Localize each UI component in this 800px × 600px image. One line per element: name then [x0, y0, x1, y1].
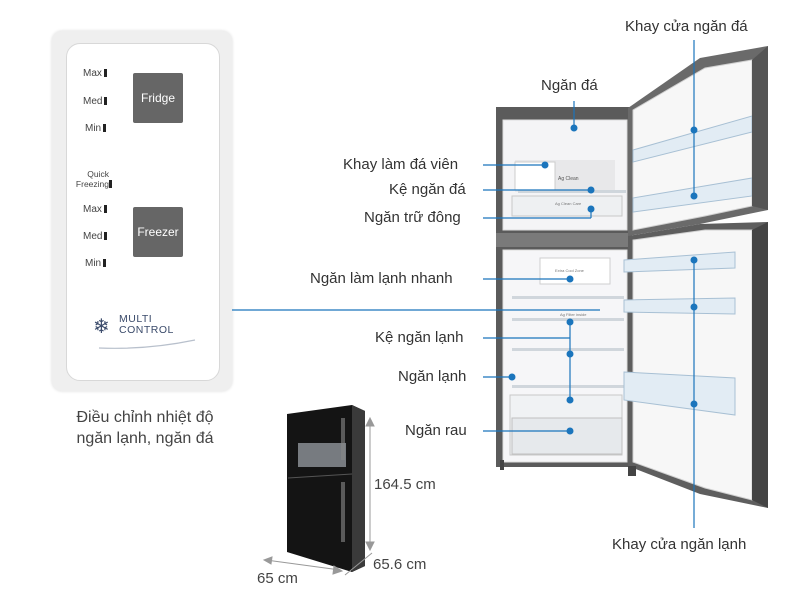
label-fridge-door-tray: Khay cửa ngăn lạnh — [612, 536, 747, 553]
fridge-level-min: Min — [85, 123, 106, 134]
fridge-button[interactable]: Fridge — [133, 73, 183, 123]
caption-line-1: Điều chỉnh nhiệt độ — [76, 409, 214, 426]
callout-dots — [508, 124, 698, 435]
label-vegetable: Ngăn rau — [405, 422, 467, 439]
label-freeze-storage: Ngăn trữ đông — [364, 209, 461, 226]
quick-freezing-label: Quick Freezing — [71, 169, 109, 189]
label-freezer-shelf: Kệ ngăn đá — [389, 181, 466, 198]
label-fridge: Ngăn lạnh — [398, 368, 467, 385]
fridge-door — [623, 222, 768, 508]
freezer-level-min: Min — [85, 258, 106, 269]
label-ice-tray: Khay làm đá viên — [343, 156, 459, 173]
multi-control-logo: MULTI CONTROL — [119, 314, 174, 336]
ag-fresh-text: Ag Filter inside — [560, 312, 587, 317]
label-fridge-shelf: Kệ ngăn lạnh — [375, 329, 464, 346]
freezer-level-max: Max — [83, 204, 107, 215]
freezing-label: Freezing — [75, 179, 109, 189]
small-fridge — [287, 405, 365, 572]
label-quick-cool: Ngăn làm lạnh nhanh — [310, 270, 453, 287]
fridge-level-max: Max — [83, 68, 107, 79]
main-fridge — [496, 107, 634, 472]
multi-text: MULTI — [119, 313, 153, 325]
dimension-width: 65 cm — [257, 570, 298, 587]
ag-clean-text: Ag Clean — [558, 176, 579, 182]
control-caption: Điều chỉnh nhiệt độ ngăn lạnh, ngăn đá — [50, 407, 240, 449]
fridge-level-med: Med — [83, 96, 107, 107]
quick-label: Quick — [87, 169, 109, 179]
ag-clean-small-text: Ag Clean Care — [555, 201, 582, 206]
dimension-depth: 65.6 cm — [373, 556, 427, 573]
freezer-button[interactable]: Freezer — [133, 207, 183, 257]
extra-cool-text: Extra Cool Zone — [555, 268, 585, 273]
caption-line-2: ngăn lạnh, ngăn đá — [76, 430, 214, 447]
snowflake-icon: ❄ — [93, 316, 110, 338]
swoosh-icon — [98, 339, 196, 349]
label-freezer: Ngăn đá — [541, 77, 598, 94]
freezer-door — [628, 46, 768, 236]
dimension-height: 164.5 cm — [374, 476, 436, 493]
dimension-lines — [262, 416, 375, 576]
quick-freezing-indicator — [109, 180, 112, 188]
label-freezer-door-tray: Khay cửa ngăn đá — [625, 18, 748, 35]
control-text: CONTROL — [119, 324, 174, 336]
control-panel-face: Max Med Min Fridge Quick Freezing Max Me… — [66, 43, 220, 381]
callout-lines — [232, 40, 695, 528]
freezer-level-med: Med — [83, 231, 107, 242]
control-panel: Max Med Min Fridge Quick Freezing Max Me… — [52, 31, 232, 391]
